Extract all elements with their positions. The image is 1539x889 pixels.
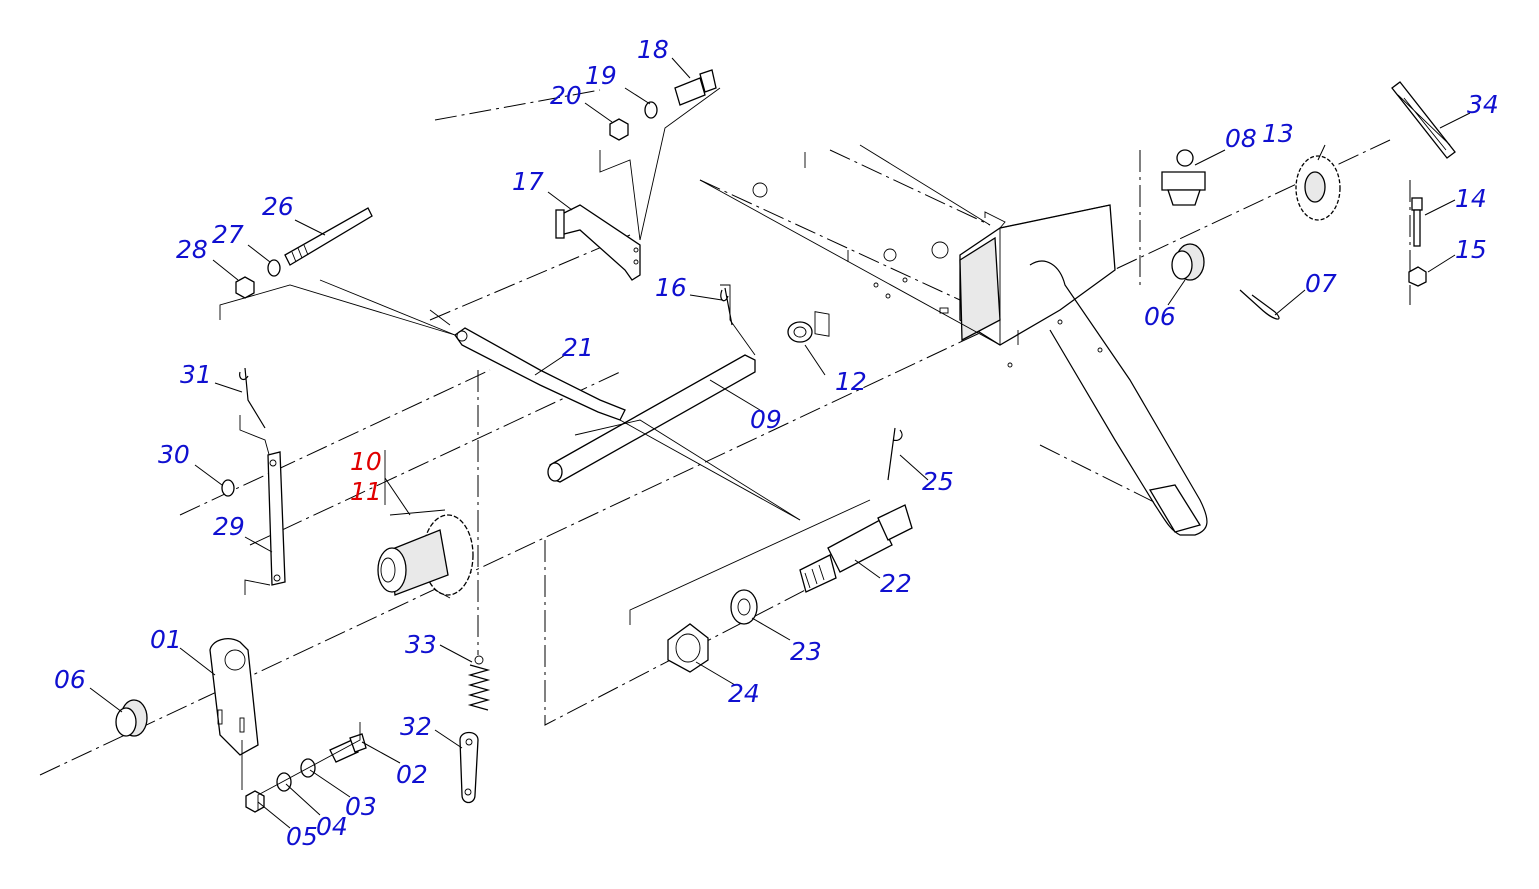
callout-18: 18 — [637, 35, 669, 64]
part-20-nut — [609, 118, 629, 141]
callout-21: 21 — [562, 333, 594, 362]
callout-08: 08 — [1225, 124, 1257, 153]
callout-15: 15 — [1455, 235, 1487, 264]
part-29-link — [244, 451, 286, 595]
callout-06-left: 06 — [54, 665, 86, 694]
part-34-chain — [1391, 81, 1456, 159]
callout-20: 20 — [550, 81, 582, 110]
callout-17: 17 — [512, 167, 544, 196]
part-10-11-sprocket-clutch — [377, 450, 474, 599]
part-09-shaft — [547, 354, 756, 483]
part-32-link-plate — [459, 731, 479, 804]
callout-28: 28 — [176, 235, 208, 264]
part-07-pin — [1239, 289, 1280, 320]
callout-03: 03 — [345, 792, 377, 821]
part-02-bolt — [329, 733, 367, 763]
callout-26: 26 — [262, 192, 294, 221]
callout-01: 01 — [150, 625, 182, 654]
callout-13: 13 — [1262, 119, 1294, 148]
part-19-washer — [644, 101, 658, 119]
callout-04: 04 — [316, 812, 348, 841]
callout-05: 05 — [286, 822, 318, 851]
part-25-cotter-pin — [887, 427, 903, 481]
part-31-cotter-pin — [239, 367, 271, 459]
part-28-nut — [235, 276, 255, 299]
callout-34: 34 — [1467, 90, 1499, 119]
part-18-bolt — [674, 69, 717, 106]
part-01-plate — [209, 638, 259, 790]
callout-14: 14 — [1455, 184, 1487, 213]
callout-23: 23 — [790, 637, 822, 666]
part-06-bearing-right — [1171, 243, 1205, 281]
callout-32: 32 — [400, 712, 432, 741]
callout-29: 29 — [213, 512, 245, 541]
part-13-sprocket — [1295, 155, 1341, 221]
part-24-nut — [667, 623, 709, 673]
part-06-bearing-left — [115, 699, 148, 737]
part-14-bolt — [1411, 197, 1423, 247]
part-17-bracket — [555, 204, 641, 281]
callout-07: 07 — [1305, 269, 1337, 298]
callout-31: 31 — [180, 360, 212, 389]
part-04-washer — [276, 772, 292, 792]
callout-16: 16 — [655, 273, 687, 302]
callout-11: 11 — [350, 477, 382, 506]
callout-10: 10 — [350, 447, 382, 476]
assembly-center-lines — [39, 89, 1411, 776]
callout-12: 12 — [835, 367, 867, 396]
part-05-nut — [245, 790, 265, 813]
part-22-adapter — [799, 504, 913, 593]
part-12-washer — [787, 321, 813, 343]
callout-30: 30 — [158, 440, 190, 469]
callout-19: 19 — [585, 61, 617, 90]
part-23-lock-washer — [730, 589, 758, 625]
callout-27: 27 — [212, 220, 244, 249]
part-26-rod — [284, 207, 373, 266]
callout-02: 02 — [396, 760, 428, 789]
callout-labels: 01 02 03 04 05 06 06 07 08 09 10 11 12 1… — [54, 35, 1499, 851]
frame-bracket — [699, 144, 1208, 536]
callout-22: 22 — [880, 569, 912, 598]
callout-24: 24 — [728, 679, 760, 708]
part-21-lever-arm — [429, 309, 801, 521]
callout-09: 09 — [750, 405, 782, 434]
part-27-washer — [267, 259, 281, 277]
callout-leaders — [89, 57, 1471, 829]
part-15-nut — [1408, 266, 1427, 287]
callout-25: 25 — [922, 467, 954, 496]
callout-33: 33 — [405, 630, 437, 659]
part-08-fitting — [1161, 149, 1206, 206]
part-16-cotter-pin — [720, 284, 756, 356]
part-30-washer — [221, 479, 235, 497]
part-33-spring — [467, 655, 491, 711]
callout-06-right: 06 — [1144, 302, 1176, 331]
